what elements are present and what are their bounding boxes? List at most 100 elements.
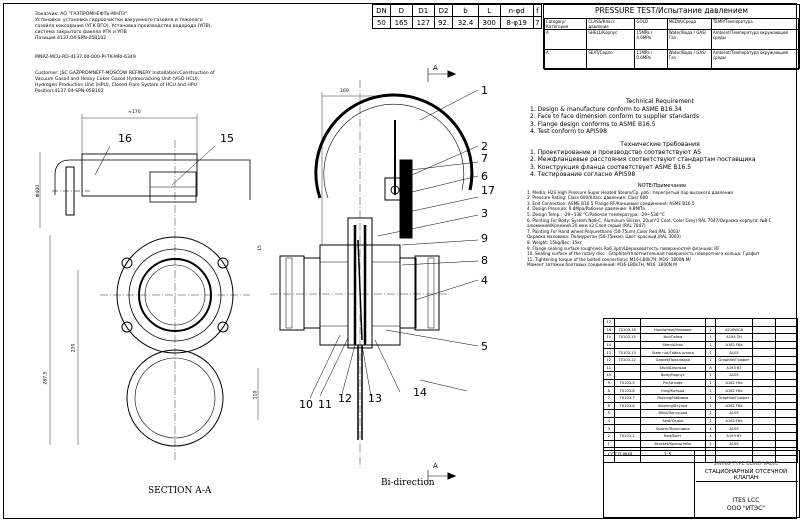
dim-287: 287.5 <box>43 371 49 385</box>
bom-cell: Pin/Штифт <box>639 378 706 388</box>
bom-cell: A194 2H <box>715 333 753 342</box>
note-item: Окраска маховика: Полиуретан (50-75мкм),… <box>527 234 681 240</box>
tech-req-item: 3. Flange design conforms to ASME B16.5 <box>530 120 656 128</box>
title-scale: 1:5 <box>664 453 672 458</box>
title-block: СОГЛ.ИНВ. 1:5 SWING TYPE BLIND VALVE СТА… <box>603 450 800 518</box>
customer-notes-en: Customer: JSC GAZPROMNEFT-MOSCOW REFINER… <box>35 71 335 95</box>
doc-number: MNPZ-MCU-RD-4137.00-000-PI-TK-MRI-6349 <box>35 55 136 60</box>
bom-cell <box>774 401 799 411</box>
note-ru-line: Заказчик: АО "ГАЗПРОМНЕФТЬ-МНПЗ" <box>35 12 128 17</box>
dim-value: 50 <box>372 16 391 29</box>
bom-cell: 4 <box>704 431 717 441</box>
bom-cell: Graphite/Графит <box>715 393 753 403</box>
dim-header: DN <box>372 4 391 17</box>
bom-cell: Graphite/Графит <box>715 355 753 365</box>
pt-cell: A <box>543 49 588 70</box>
balloon-14: 14 <box>413 386 427 399</box>
bom-cell: T0103-7 <box>613 393 641 403</box>
bom-cell: T0103-15 <box>613 333 641 342</box>
bom-row <box>603 454 799 464</box>
note-item: алюминий/Кремний 20 мкм х2 Слоя серый (R… <box>527 223 646 229</box>
bom-cell: 8 <box>603 386 615 395</box>
bom-cell <box>751 431 776 441</box>
bom-cell <box>613 409 641 418</box>
balloon-8: 8 <box>481 254 488 267</box>
bom-cell: 1 <box>704 409 717 418</box>
pt-cell: 15MPa / 4.6MPa <box>634 29 668 50</box>
note-item: 3. End Connection: ASME B16.5 Flange RF/… <box>527 200 695 206</box>
bom-cell <box>639 318 706 327</box>
bom-cell: T0103-16 <box>613 325 641 335</box>
bom-cell <box>751 401 776 411</box>
balloon-13: 13 <box>368 392 382 405</box>
balloon-15: 15 <box>220 132 234 145</box>
note-en-line: Hydrogen Production Unit (HPU), Closed F… <box>35 83 197 88</box>
bom-cell <box>774 363 799 373</box>
pt-header: MEDIA/Среда <box>666 18 712 30</box>
pressure-test-table: Category/Категория CLASS/Класс давления … <box>543 18 800 70</box>
dim-header: b <box>452 4 479 17</box>
bom-cell: 1 <box>603 439 615 449</box>
bom-cell: 1 <box>704 325 717 335</box>
dim-header: n-φd <box>499 4 534 17</box>
balloon-3: 3 <box>481 207 488 220</box>
bom-cell <box>774 409 799 418</box>
note-item: 10. Sealing surface of the rotary disc :… <box>527 251 760 257</box>
valve-name-ru: СТАЦИОНАРНЫЙ ОТСЕЧНОЙ КЛАПАН <box>704 469 788 481</box>
bom-cell <box>774 333 799 342</box>
pt-cell: 11MPa / 0.6MPa <box>634 49 668 70</box>
bom-cell: A182 F6a <box>715 401 753 411</box>
bom-cell <box>613 318 641 327</box>
note-item: 7. Painting For Hand wheel:Polyurethane … <box>527 228 680 234</box>
section-label: SECTION A-A <box>148 486 212 496</box>
dim-value: 8-φ19 <box>499 16 534 29</box>
balloon-1: 1 <box>481 84 488 97</box>
title-block-left: СОГЛ.ИНВ. 1:5 <box>604 451 695 517</box>
bom-cell: 10 <box>603 371 615 380</box>
bom-cell: Bolt/Болт <box>639 431 706 441</box>
bom-cell: 1 <box>704 333 717 342</box>
bom-cell: 1 <box>704 340 717 350</box>
bom-cell <box>774 378 799 388</box>
bom-cell: T0103-6 <box>613 401 641 411</box>
balloon-5: 5 <box>481 340 488 353</box>
bom-cell <box>774 325 799 335</box>
tech-req-item: 1. Design & manufacture conform to ASME … <box>530 105 682 113</box>
drawing-frame <box>3 3 797 519</box>
balloon-2: 2 <box>481 140 488 153</box>
bom-cell: 1 <box>704 393 717 403</box>
company-line1: ITES LCC <box>732 497 760 504</box>
bom-cell: 12 <box>603 355 615 365</box>
note-item: 5. Design Temp.: -29~538 °C/Рабочая темп… <box>527 211 665 217</box>
bom-cell: 1 <box>704 355 717 365</box>
bom-cell <box>751 439 776 449</box>
bom-cell: A193 B7 <box>715 431 753 441</box>
bom-cell: 11 <box>603 363 615 373</box>
pt-header: TEMP/Температура <box>710 18 800 30</box>
title-code: СОГЛ.ИНВ. <box>608 453 635 458</box>
bom-cell: Stem nut/Гайка штока <box>639 348 706 357</box>
note-item: 8. Weight: 15kg/Вес: 15кг <box>527 239 583 245</box>
bom-cell: 1 <box>704 386 717 395</box>
bom-cell: Gasket/Прокладка <box>639 355 706 365</box>
section-marker-bottom: A <box>433 462 438 470</box>
pt-cell: Water/Вода / GAS/Газ <box>666 29 712 50</box>
dim-value: 7 <box>532 16 543 29</box>
valve-name-en: SWING TYPE BLIND VALVE <box>713 461 779 467</box>
note-item: Момент затяжки болтовых соединений: M16-… <box>527 262 677 268</box>
pressure-test-box: PRESSURE TEST/Испытание давлением Catego… <box>543 4 800 70</box>
bom-cell <box>774 439 799 449</box>
bom-cell: Spacer/Проставка <box>639 424 706 433</box>
bom-cell <box>774 355 799 365</box>
dim-110: 110 <box>253 390 259 400</box>
bom-cell: T0103-9 <box>613 378 641 388</box>
pt-header: GOLD <box>634 18 668 30</box>
balloon-11: 11 <box>318 398 332 411</box>
pt-cell: A <box>543 29 588 50</box>
